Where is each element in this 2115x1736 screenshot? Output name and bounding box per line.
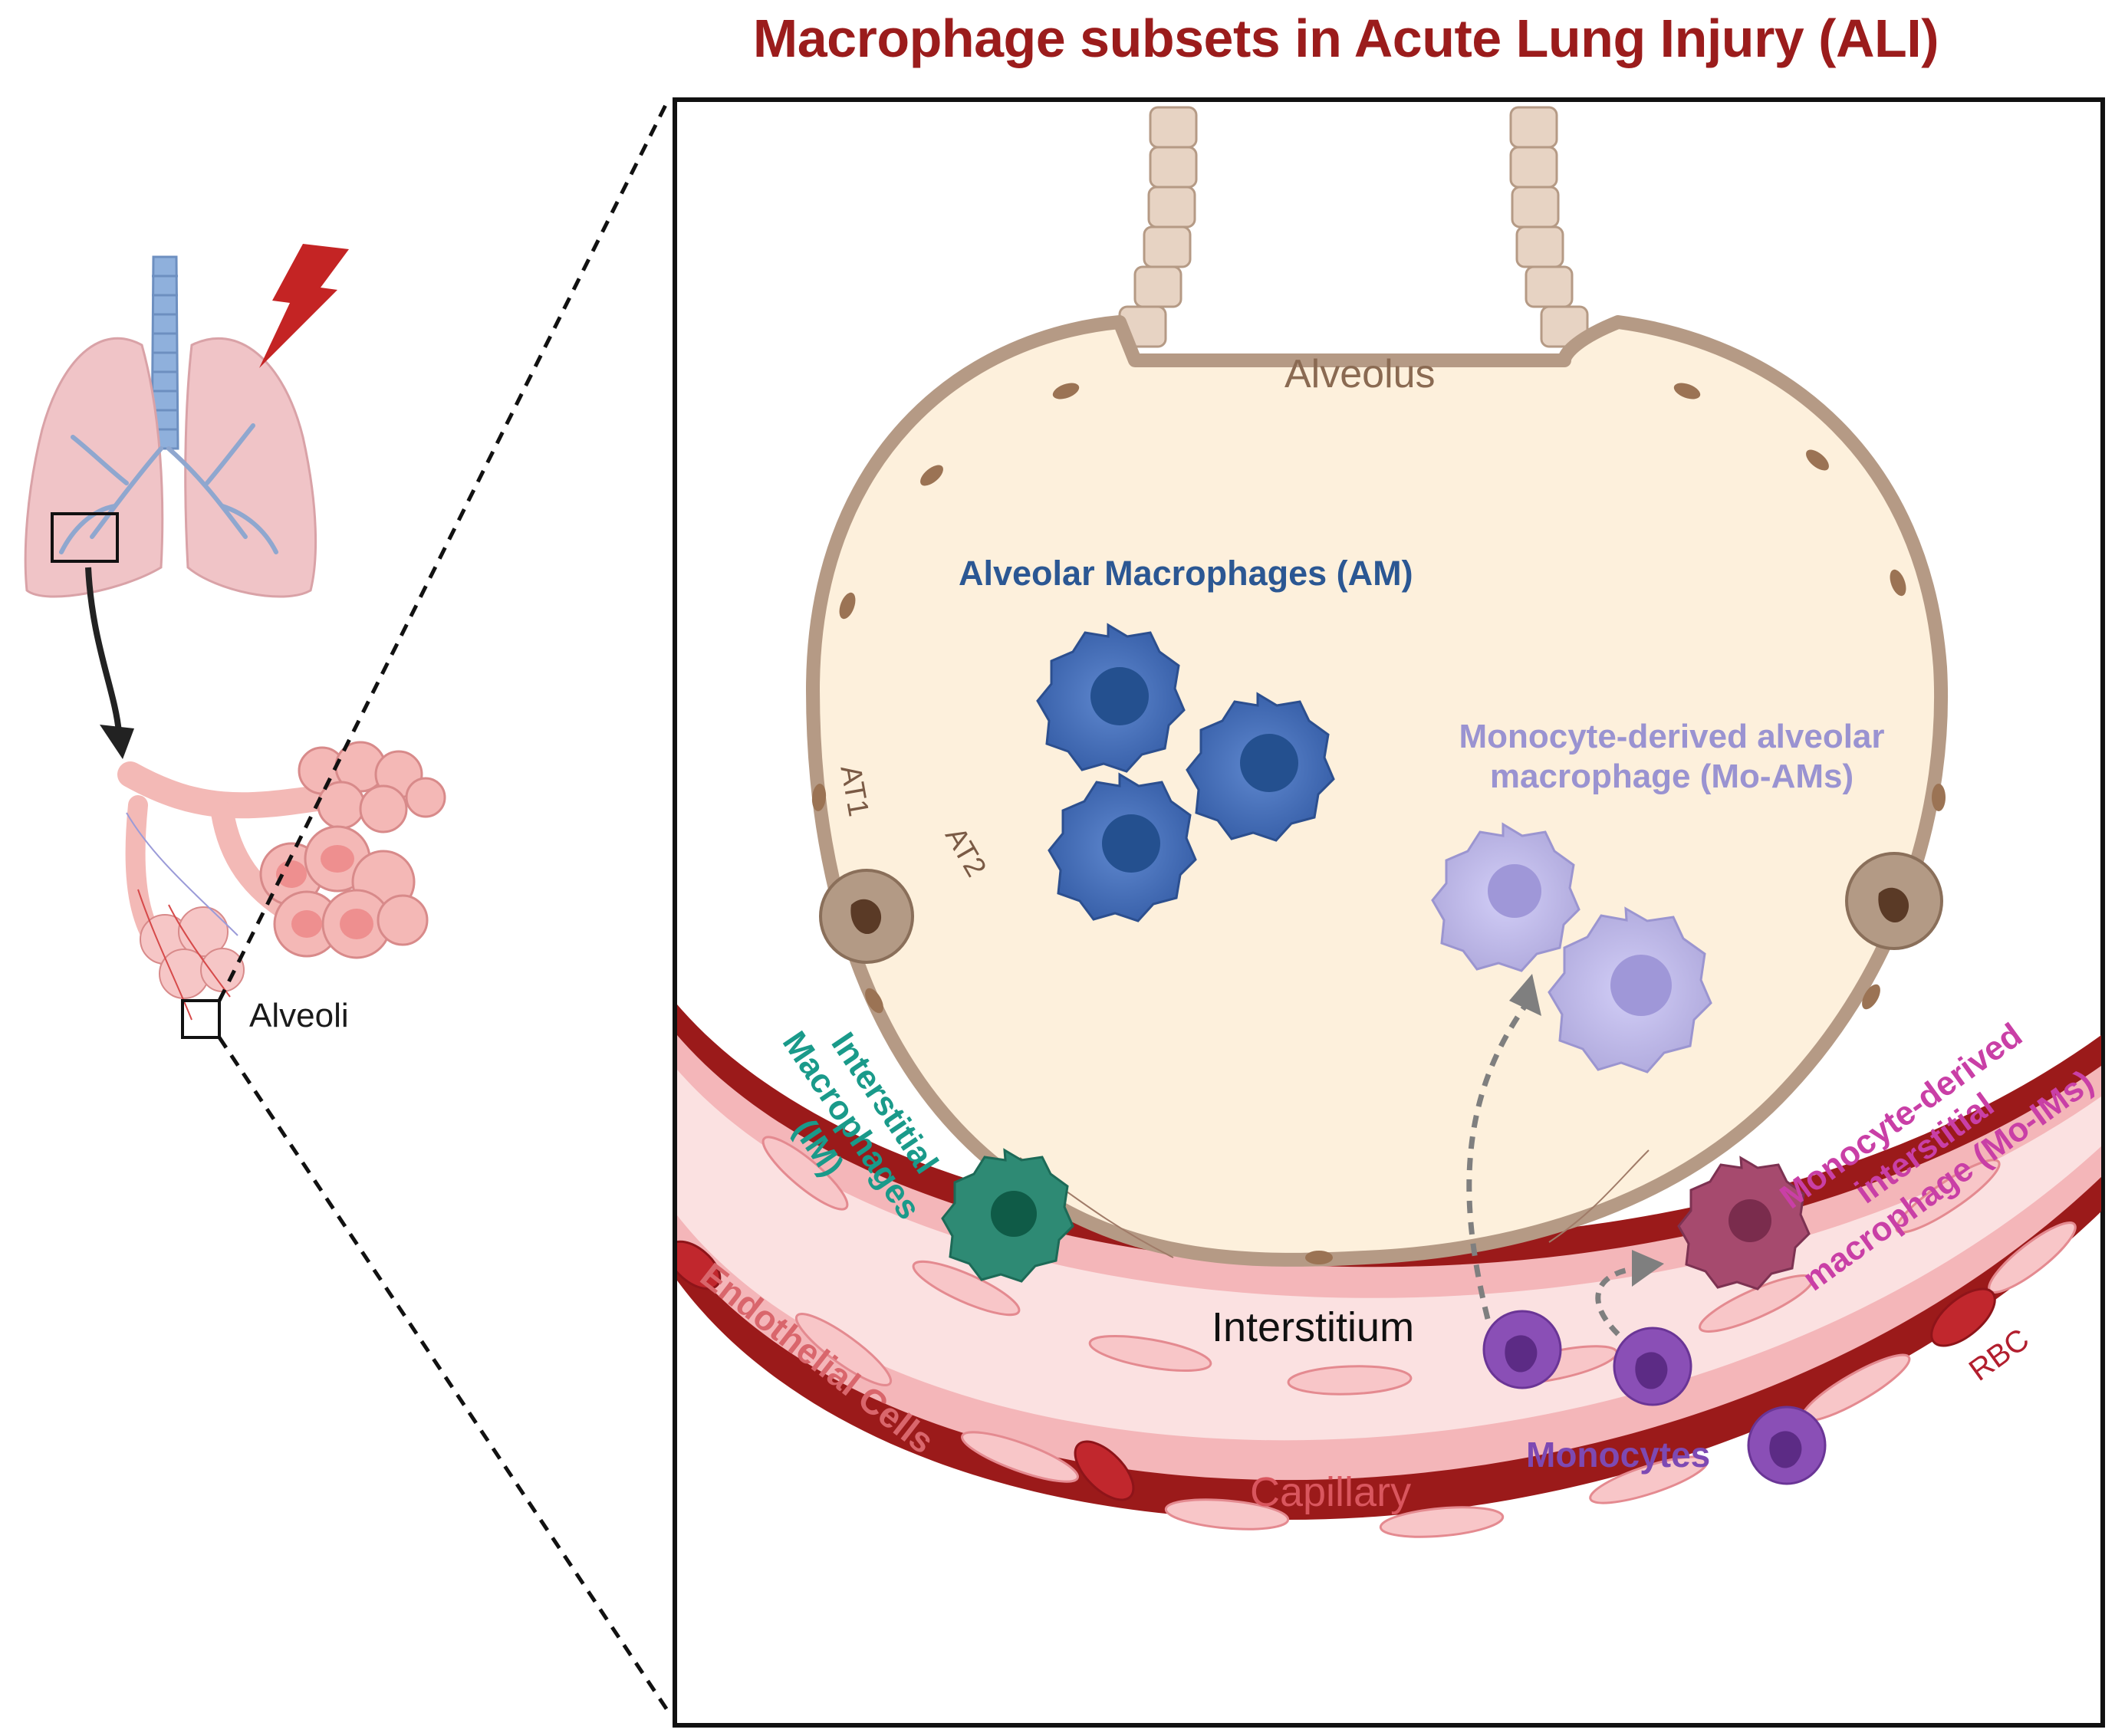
monocyte-cells bbox=[1482, 1310, 1827, 1485]
monocyte bbox=[1747, 1406, 1827, 1485]
overview-arrowhead-icon bbox=[100, 725, 134, 759]
monocyte bbox=[1613, 1327, 1692, 1406]
alveoli-label: Alveoli bbox=[249, 997, 349, 1034]
lung-zoom-box bbox=[51, 512, 119, 563]
overview-arrow bbox=[85, 567, 122, 733]
rbc-cell bbox=[677, 1240, 722, 1290]
alveolus-label: Alveolus bbox=[1284, 352, 1436, 396]
right-lung bbox=[184, 337, 317, 598]
left-lung bbox=[24, 337, 164, 598]
figure-title: Macrophage subsets in Acute Lung Injury … bbox=[752, 8, 1939, 68]
arrowhead-icon bbox=[1632, 1250, 1664, 1287]
rbc-cell bbox=[1074, 1440, 1135, 1501]
zoom-guide-bottom bbox=[217, 1036, 669, 1711]
mo-im-cell bbox=[1677, 1156, 1811, 1290]
capillary-label: Capillary bbox=[1250, 1469, 1412, 1515]
at2-cell-right bbox=[1845, 852, 1943, 950]
alveolar-macrophages-label: Alveolar Macrophages (AM) bbox=[959, 554, 1413, 593]
rbc-cell bbox=[1930, 1287, 1996, 1347]
alveolar-macrophage bbox=[1036, 623, 1186, 773]
mo-am-cell bbox=[1431, 822, 1580, 972]
alveoli-zoom-box bbox=[181, 999, 221, 1039]
mo-am-label: Monocyte-derived alveolar macrophage (Mo… bbox=[1459, 718, 1885, 795]
lightning-icon bbox=[259, 244, 349, 368]
lung-overview bbox=[24, 244, 446, 1039]
monocyte bbox=[1482, 1310, 1562, 1389]
mo-am-cells bbox=[1431, 822, 1712, 1073]
migration-arrows bbox=[1466, 974, 1664, 1337]
alveoli-cluster bbox=[117, 741, 446, 1039]
mo-am-cell bbox=[1548, 906, 1712, 1073]
interstitial-macrophage bbox=[941, 1148, 1074, 1283]
arrowhead-icon bbox=[1509, 974, 1541, 1016]
at2-cell-left bbox=[819, 869, 914, 964]
alveolar-macrophage bbox=[1048, 772, 1197, 922]
monocytes-label: Monocytes bbox=[1526, 1435, 1711, 1475]
alveolar-macrophage bbox=[1186, 692, 1335, 842]
alveolar-macrophage-cells bbox=[1036, 623, 1335, 922]
zoom-guide-top bbox=[217, 100, 669, 1002]
interstitium-label: Interstitium bbox=[1212, 1304, 1415, 1350]
